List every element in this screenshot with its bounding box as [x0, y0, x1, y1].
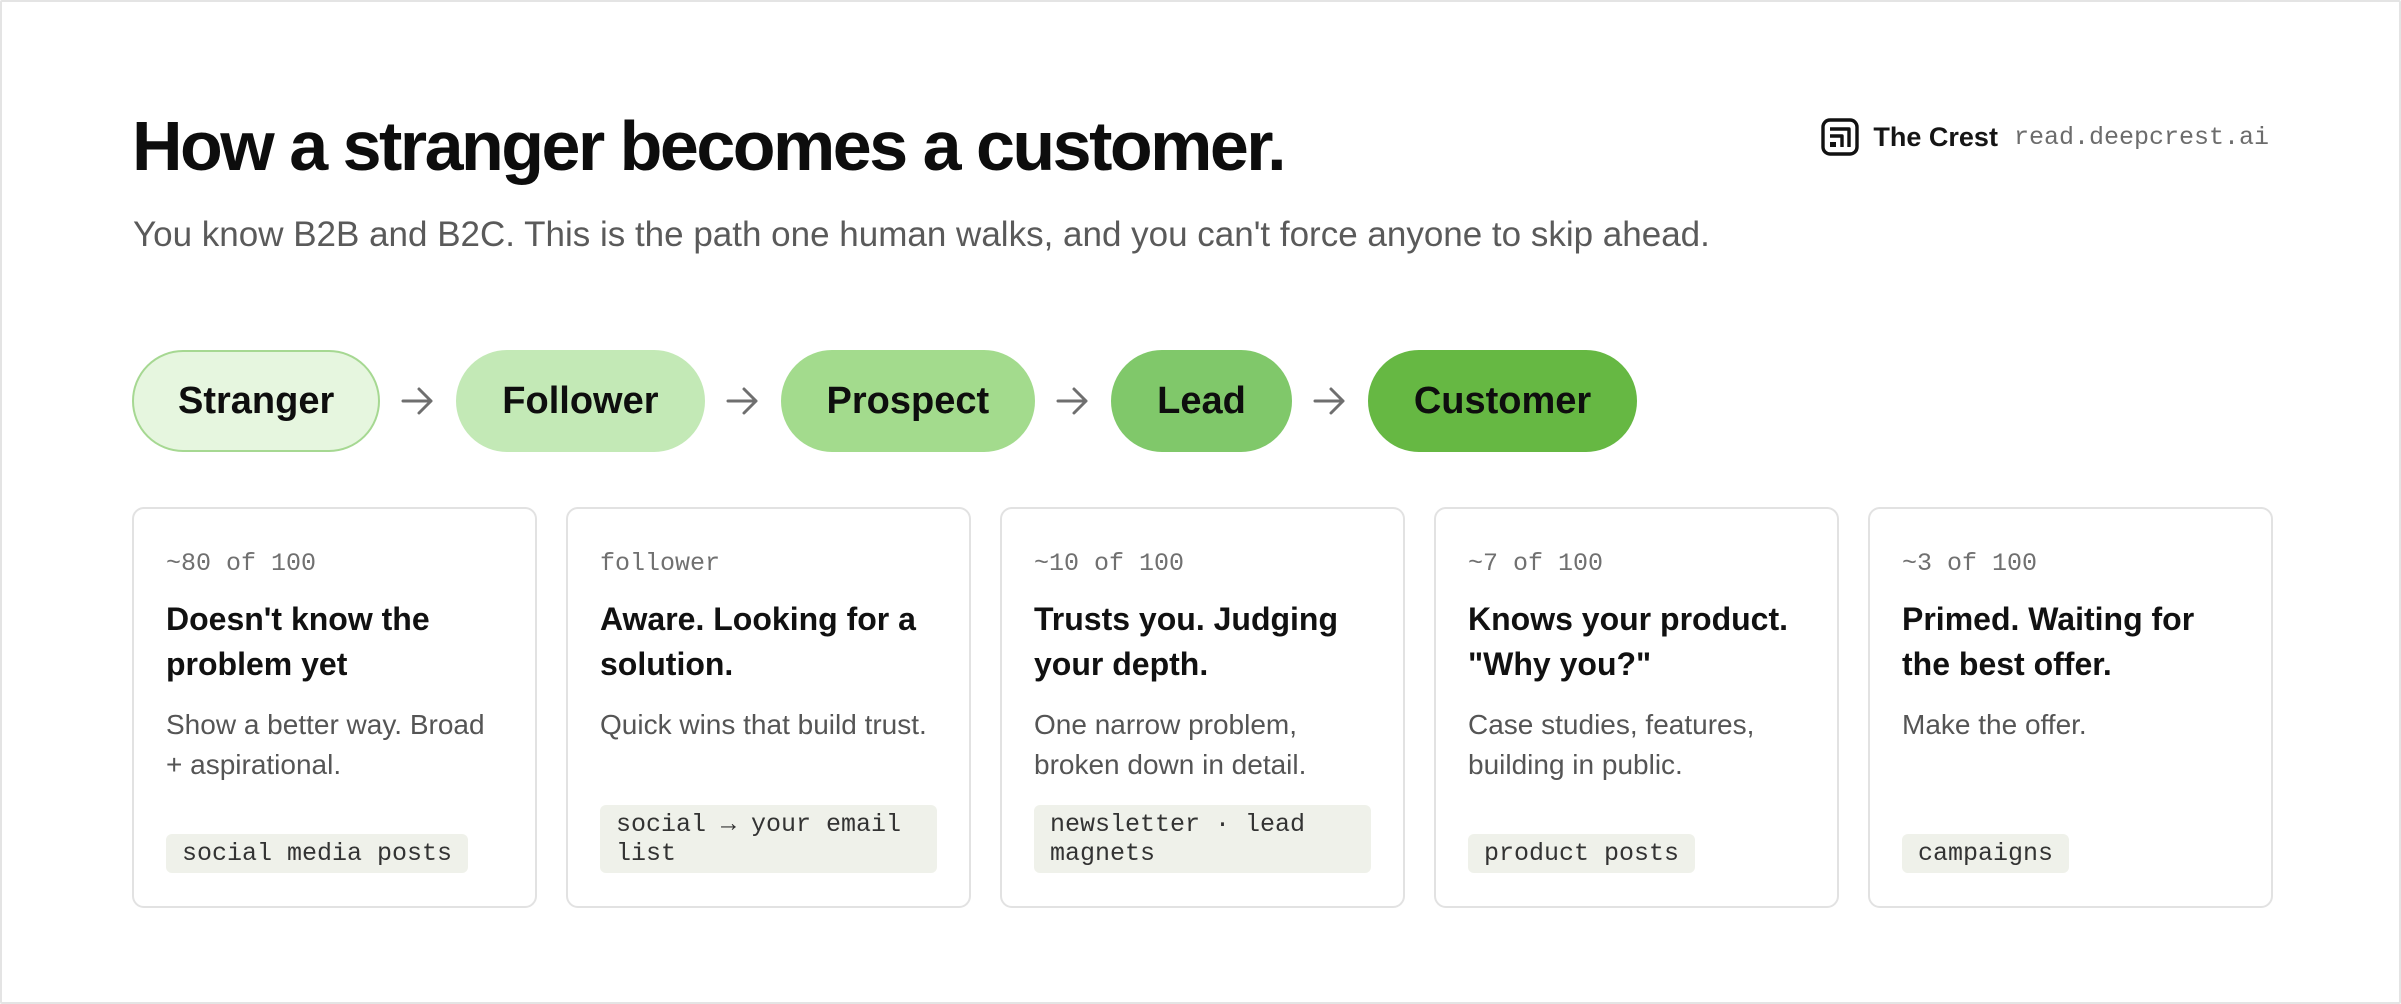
- card-body: Make the offer.: [1902, 709, 2087, 740]
- card-count: ~3 of 100: [1902, 549, 2038, 578]
- card-count: ~7 of 100: [1468, 549, 1604, 578]
- card-body: Show a better way. Broad + aspirational.: [166, 709, 485, 780]
- card-heading: Doesn't know the problem yet: [166, 601, 430, 682]
- arrow-right-icon: [380, 350, 456, 452]
- stage-cards: ~80 of 100 Doesn't know the problem yet …: [132, 507, 2273, 908]
- card-heading: Trusts you. Judging your depth.: [1034, 601, 1339, 682]
- brand-url[interactable]: read.deepcrest.ai: [2013, 122, 2269, 152]
- arrow-right-icon: [705, 350, 781, 452]
- stage-card-prospect: ~10 of 100 Trusts you. Judging your dept…: [1000, 507, 1405, 908]
- card-channel-tag: newsletter · lead magnets: [1034, 805, 1371, 873]
- card-channel-tag: social → your email list: [600, 805, 937, 873]
- card-heading: Aware. Looking for a solution.: [600, 601, 916, 682]
- stage-pill-customer: Customer: [1367, 350, 1638, 452]
- stage-pill-follower: Follower: [456, 350, 705, 452]
- stage-card-stranger: ~80 of 100 Doesn't know the problem yet …: [132, 507, 537, 908]
- stage-pill-lead: Lead: [1111, 350, 1292, 452]
- crest-logo-icon: [1821, 118, 1860, 156]
- page-subtitle: You know B2B and B2C. This is the path o…: [133, 215, 1710, 254]
- stage-pill-prospect: Prospect: [780, 350, 1036, 452]
- card-count: ~10 of 100: [1034, 549, 1185, 578]
- stage-flow: Stranger Follower Prospect Lead Customer: [132, 350, 1638, 452]
- card-heading: Primed. Waiting for the best offer.: [1902, 601, 2195, 682]
- card-body: Quick wins that build trust.: [600, 709, 927, 740]
- brand[interactable]: The Crest read.deepcrest.ai: [1821, 117, 2269, 157]
- card-count: follower: [600, 549, 721, 578]
- card-channel-tag: social media posts: [166, 834, 469, 873]
- stage-pill-stranger: Stranger: [132, 350, 381, 452]
- stage-card-customer: ~3 of 100 Primed. Waiting for the best o…: [1868, 507, 2273, 908]
- arrow-right-icon: [1292, 350, 1368, 452]
- card-body: Case studies, features, building in publ…: [1468, 709, 1755, 780]
- card-count: ~80 of 100: [166, 549, 317, 578]
- card-channel-tag: campaigns: [1902, 834, 2070, 873]
- arrow-right-icon: [1035, 350, 1111, 452]
- brand-name: The Crest: [1873, 121, 1998, 152]
- card-body: One narrow problem, broken down in detai…: [1034, 709, 1307, 780]
- stage-card-lead: ~7 of 100 Knows your product. "Why you?"…: [1434, 507, 1839, 908]
- card-heading: Knows your product. "Why you?": [1468, 601, 1788, 682]
- card-channel-tag: product posts: [1468, 834, 1696, 873]
- stage-card-follower: follower Aware. Looking for a solution. …: [566, 507, 971, 908]
- page-title: How a stranger becomes a customer.: [132, 107, 1287, 185]
